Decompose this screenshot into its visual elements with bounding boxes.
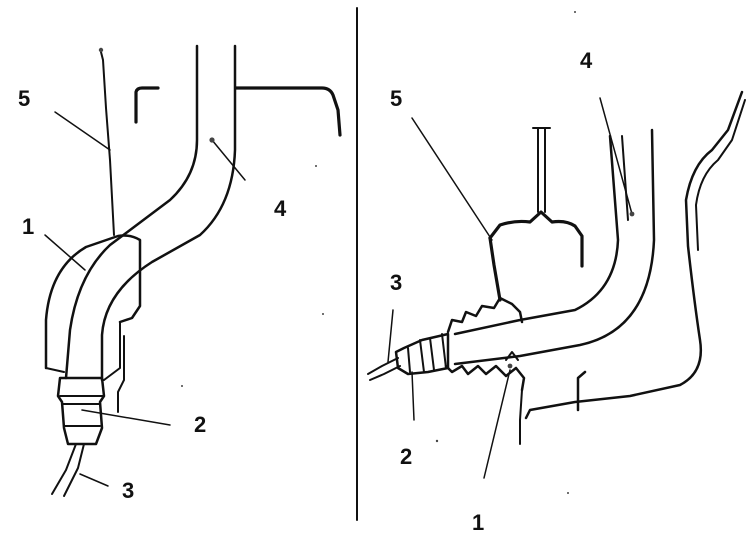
left-sleeve-part-1-edge	[45, 321, 125, 413]
right-body-panel-inner	[695, 99, 746, 251]
right-boot-part-1	[446, 296, 524, 334]
left-view: 5 1 4 2 3	[18, 44, 342, 503]
right-label-5: 5	[390, 86, 402, 111]
scan-specks	[181, 11, 576, 494]
left-coupling-rings	[59, 395, 105, 427]
left-sleeve-part-1	[44, 234, 142, 370]
left-coupling-part-2	[56, 376, 106, 446]
left-label-3: 3	[122, 478, 134, 503]
left-rod-part-5	[100, 51, 115, 236]
left-hose-part-4-inner	[100, 44, 237, 382]
right-lower-bracket	[576, 370, 587, 412]
right-coupling-rings	[407, 333, 447, 373]
left-label-4: 4	[274, 196, 287, 221]
right-label-4: 4	[580, 48, 593, 73]
left-leader-4-dot	[209, 137, 215, 143]
right-label-1: 1	[472, 510, 484, 535]
right-boot-clip	[505, 351, 523, 445]
left-wire-part-3b	[63, 443, 85, 497]
left-wire-part-3	[51, 443, 77, 495]
right-label-2: 2	[400, 444, 412, 469]
right-body-panel	[524, 90, 744, 420]
right-bracket-part-5	[488, 210, 584, 268]
left-bracket	[134, 86, 342, 137]
right-bracket-stem	[488, 236, 502, 302]
right-leader-1	[483, 369, 511, 479]
left-leader-4	[211, 139, 246, 181]
right-view: 5 4 3 2 1	[367, 48, 746, 535]
left-label-5: 5	[18, 86, 30, 111]
right-rod-top	[532, 127, 551, 213]
right-wire-part-3	[367, 357, 399, 375]
right-hose-part-4	[453, 134, 620, 336]
right-label-3: 3	[390, 270, 402, 295]
right-leader-4	[599, 97, 633, 215]
left-label-2: 2	[194, 412, 206, 437]
left-rod-tip	[98, 47, 104, 53]
left-hose-part-4	[64, 44, 199, 380]
right-leader-4-dot	[629, 211, 635, 217]
left-label-1: 1	[22, 214, 34, 239]
right-leader-3	[387, 309, 394, 363]
left-leader-2	[81, 409, 171, 426]
right-hose-part-4-inner	[453, 128, 656, 366]
left-leader-1	[44, 234, 86, 271]
right-hose-part-4-guide	[621, 135, 629, 221]
right-leader-5	[411, 117, 493, 241]
right-boot-part-1-lower	[444, 364, 526, 392]
left-leader-3	[79, 473, 109, 487]
right-leader-1-dot	[507, 363, 513, 369]
right-leader-2	[411, 371, 415, 421]
left-leader-5	[54, 111, 111, 151]
right-wire-part-3b	[369, 365, 401, 381]
